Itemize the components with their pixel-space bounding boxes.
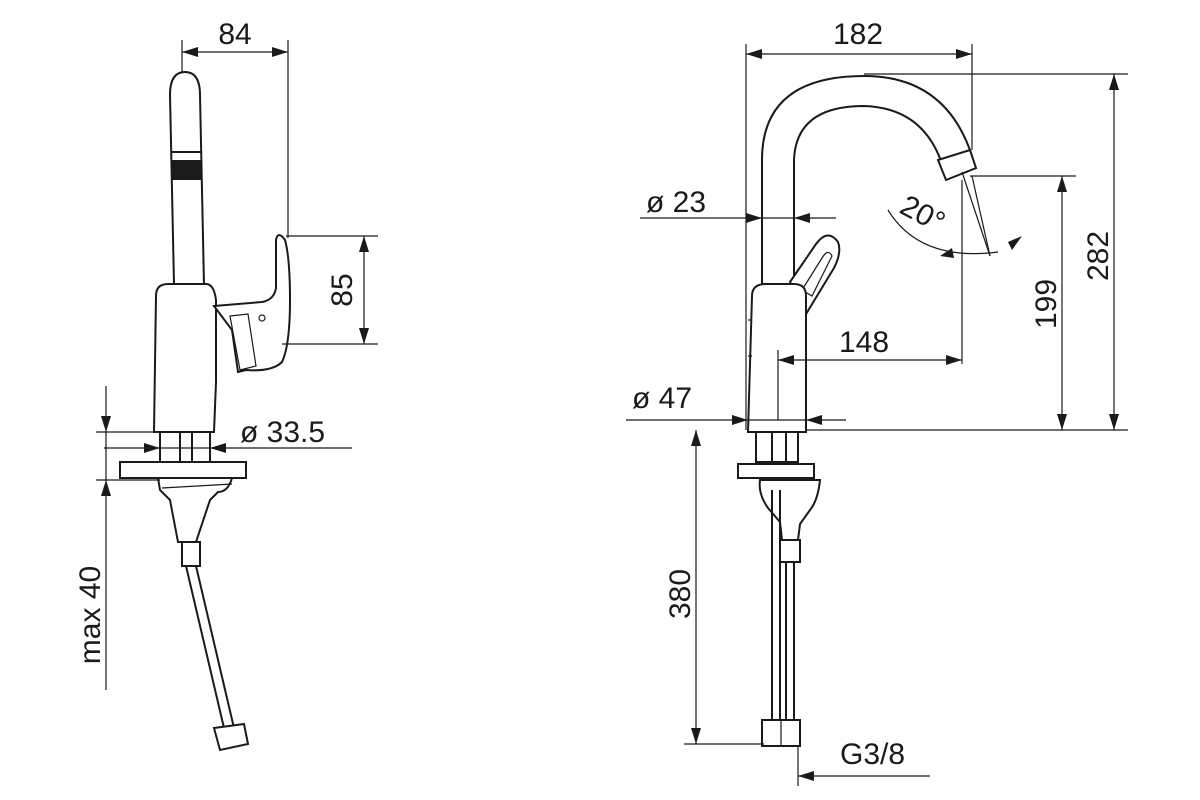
dim-182-label: 182 [833,18,883,51]
dim-47-label: ø 47 [632,382,692,415]
dim-85-arrow-t [359,236,369,252]
dim-40-arrow-b [101,480,111,496]
dim-380-arrow-t [691,430,701,446]
dim-84-arrow-r [272,47,288,57]
dim-380-label: 380 [664,569,697,619]
dim-23-arrow-l [746,213,762,223]
front-hose-ferrule [779,539,801,563]
dim-335-label: ø 33.5 [240,416,325,449]
dim-84-label: 84 [218,18,251,51]
side-spout-band [172,160,202,180]
front-lever-slot [801,251,833,297]
dim-335-arrow-l [144,443,160,453]
front-spout-tip [936,148,978,182]
dim-335-arrow-r [210,443,226,453]
dim-20-arc [887,209,999,255]
side-deck-plate [119,461,247,479]
side-view: 84 85 ø 33.5 max 40 [74,18,378,752]
dim-380-arrow-b [691,728,701,744]
dim-20-arrow-l [940,248,954,258]
dim-84-arrow-l [182,47,198,57]
dim-182-arrow-r [956,49,972,59]
front-fixing-nut [758,479,822,541]
side-body [152,283,217,433]
dim-85-label: 85 [326,273,359,306]
front-body [746,283,807,433]
side-lever [212,234,292,374]
dim-23-label: ø 23 [646,186,706,219]
front-view: 182 ø 23 20° 282 199 148 [626,18,1128,786]
dim-40-label: max 40 [74,566,107,664]
front-deck-plate [737,463,815,479]
side-shank [159,431,211,463]
dim-20-label: 20° [895,189,951,239]
dim-148-arrow-r [946,355,962,365]
dim-282-label: 282 [1082,231,1115,281]
front-shank [755,431,799,463]
dim-40-arrow-t [101,416,111,432]
dim-199-arrow-b [1057,414,1067,430]
side-nut-line [161,483,233,489]
side-hose-nut [212,722,250,752]
dim-47-arrow-r [806,415,822,425]
dim-282-arrow-t [1109,74,1119,90]
dim-282-arrow-b [1109,414,1119,430]
dim-85-arrow-b [359,328,369,344]
dim-20-arrow-r [1008,236,1022,250]
dim-199-label: 199 [1030,279,1063,329]
dim-199-arrow-t [1057,176,1067,192]
dim-182-arrow-l [746,49,762,59]
side-fixing-nut [156,477,234,543]
side-hose-b [195,565,235,729]
dim-148-label: 148 [839,326,889,359]
side-hose-a [185,565,225,729]
dim-23-arrow-r [794,213,810,223]
front-spout [761,74,974,285]
dim-g38-arrow [798,771,814,781]
dim-148-arrow-l [778,355,794,365]
side-hose-ferrule [181,541,201,567]
side-lever-joint [229,313,257,371]
side-lever-hole [258,314,266,322]
dim-47-arrow-l [732,415,748,425]
dim-20-line-b [971,175,991,257]
dim-g38-label: G3/8 [840,738,905,771]
dim-20-line-a [961,171,991,257]
